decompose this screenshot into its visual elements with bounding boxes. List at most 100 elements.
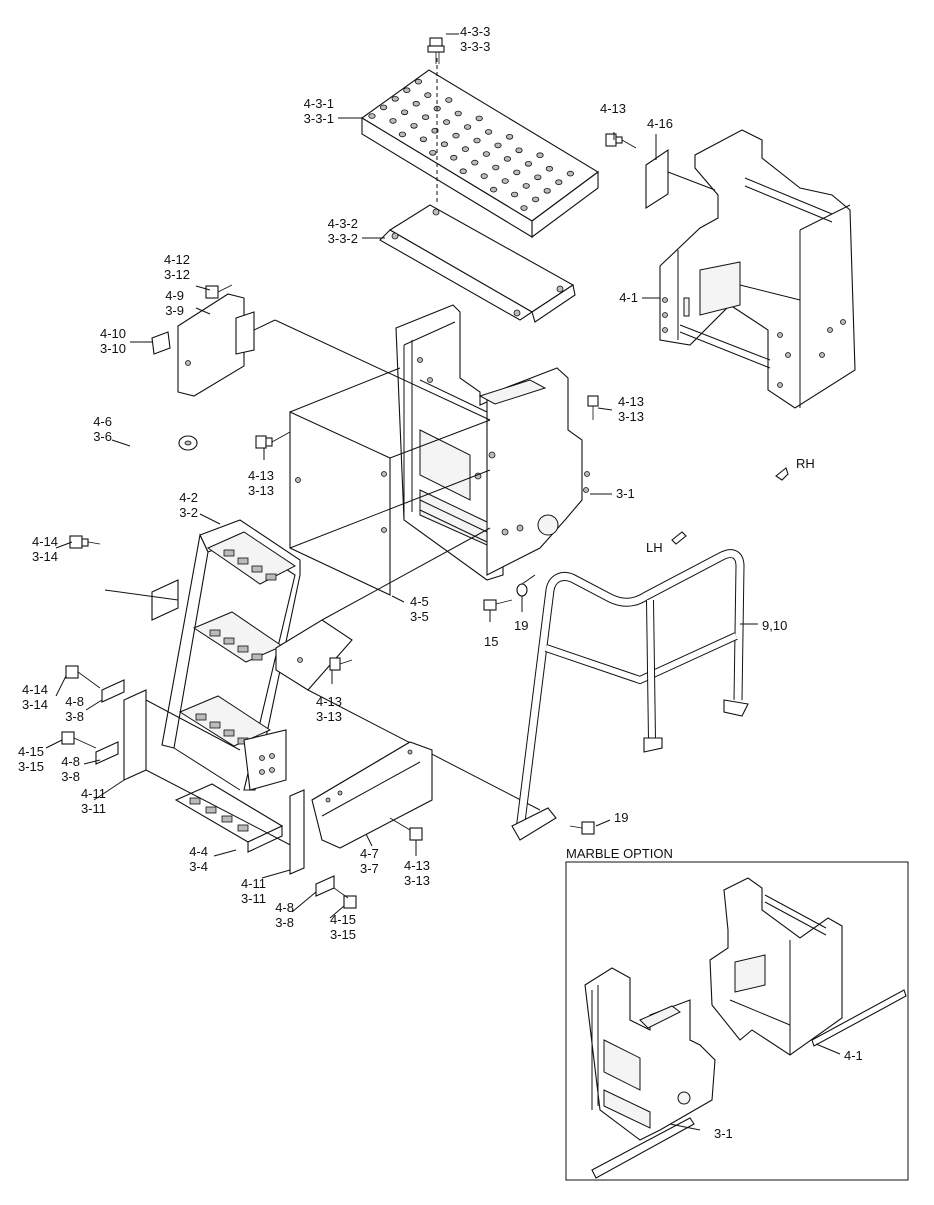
callout-c-4-3-3-line-2: 3-3-3 — [460, 39, 490, 54]
perforation-hole — [454, 110, 462, 117]
perforation-hole — [398, 131, 406, 138]
callout-c-4-15-b-line-2: 3-15 — [330, 927, 356, 942]
callout-c-4-8-c-line-2: 3-8 — [275, 915, 294, 930]
callout-c-4-11-b-line-2: 3-11 — [241, 891, 266, 906]
tread-slot — [237, 557, 249, 565]
tread-slot — [237, 645, 249, 653]
callout-c-4-8-a-line-1: 4-8 — [65, 694, 84, 709]
callout-c-4-6-line-2: 3-6 — [93, 429, 112, 444]
latch-4-10 — [151, 331, 171, 355]
perforation-hole — [473, 137, 481, 144]
callout-c-4-4-line-2: 3-4 — [189, 859, 208, 874]
bolt-4-13-top — [605, 133, 637, 149]
perforation-hole — [424, 92, 432, 98]
bolt-4-13-left — [255, 431, 291, 449]
callout-c-4-15-a-line-2: 3-15 — [18, 759, 44, 774]
bracket-4-7 — [311, 741, 433, 849]
perforation-hole — [452, 132, 460, 139]
washer-19 — [516, 574, 536, 597]
perforation-hole — [536, 152, 544, 159]
leader-lines — [45, 33, 841, 1131]
support-bracket-4-3-2 — [379, 204, 576, 323]
perforation-hole — [442, 119, 451, 125]
perforation-hole — [459, 168, 467, 175]
callout-c-4-8-b-line-2: 3-8 — [61, 769, 80, 784]
callout-c-4-14-a-line-1: 4-14 — [32, 534, 58, 549]
step-slot — [237, 824, 249, 832]
guardrail-9-10 — [511, 549, 749, 841]
callout-c-4-13-mid-line-1: 4-13 — [618, 394, 644, 409]
callout-c-4-11-a-line-1: 4-11 — [81, 786, 106, 801]
callout-c-4-2-line-1: 4-2 — [179, 490, 198, 505]
perforation-hole — [410, 123, 418, 129]
callout-c-4-4-line-1: 4-4 — [189, 844, 208, 859]
callout-c-4-16-line-1: 4-16 — [647, 116, 673, 131]
callout-c-4-13-top-line-1: 4-13 — [600, 101, 626, 116]
perforation-hole — [412, 100, 420, 107]
callout-c-4-8-c-line-1: 4-8 — [275, 900, 294, 915]
step-slot — [221, 815, 233, 823]
perforation-hole — [461, 146, 469, 152]
perforation-hole — [391, 96, 399, 102]
rh-arrow-icon — [775, 467, 789, 481]
callout-c-4-13-mid-line-2: 3-13 — [618, 409, 644, 424]
tread-slot — [265, 573, 277, 581]
perforation-hole — [484, 129, 493, 135]
perforation-hole — [440, 141, 448, 148]
perforation-hole — [513, 169, 521, 176]
tread-slot — [209, 721, 221, 729]
perforation-hole — [403, 87, 411, 93]
perforation-hole — [471, 159, 479, 166]
main-frame-3-1 — [395, 304, 590, 581]
cover-4-9 — [177, 293, 491, 421]
callout-c-4-3-3-line-1: 4-3-3 — [460, 24, 490, 39]
callout-c-4-13-bot-line-2: 3-13 — [404, 873, 430, 888]
perforation-hole — [501, 178, 509, 184]
callout-c-4-1-line-1: 4-1 — [619, 290, 638, 305]
callout-c-4-8-b-line-1: 4-8 — [61, 754, 80, 769]
bolt-15 — [483, 599, 513, 611]
bolt-4-14-upper — [69, 535, 101, 549]
perforation-hole — [429, 150, 437, 156]
callout-c-4-9-line-1: 4-9 — [165, 288, 184, 303]
callout-c-19-a-line-1: 19 — [514, 618, 528, 633]
bolt-4-13-right — [587, 395, 599, 420]
perforation-hole — [475, 115, 483, 122]
marble-option-inset — [565, 861, 909, 1181]
callout-c-15-line-1: 15 — [484, 634, 498, 649]
perforation-hole — [492, 164, 500, 171]
perforation-hole — [480, 173, 488, 179]
callout-c-4-3-1-line-2: 3-3-1 — [304, 111, 334, 126]
strap-4-8-a — [101, 679, 125, 703]
callout-c-4-9-line-2: 3-9 — [165, 303, 184, 318]
callout-c-4-7-line-2: 3-7 — [360, 861, 379, 876]
callout-c-4-10-line-2: 3-10 — [100, 341, 126, 356]
perforation-hole — [494, 142, 502, 149]
perforation-hole — [555, 179, 563, 186]
tread-slot — [223, 637, 235, 645]
tread-slot — [251, 653, 263, 661]
perforation-hole — [522, 183, 530, 189]
perforation-hole — [419, 136, 427, 143]
callout-c-4-11-a-line-2: 3-11 — [81, 801, 106, 816]
perforation-hole — [463, 124, 472, 130]
callout-c-19-b-line-1: 19 — [614, 810, 628, 825]
strap-4-8-c — [315, 875, 335, 897]
lh-arrow-icon — [671, 531, 687, 545]
perforation-hole — [379, 104, 388, 111]
callout-c-3-1-line-1: 3-1 — [616, 486, 635, 501]
tread-slot — [223, 549, 235, 557]
bolt-19-lower — [569, 821, 595, 835]
perforation-hole — [421, 114, 430, 120]
step-slot — [189, 797, 201, 805]
perforation-hole — [505, 134, 514, 140]
perforation-hole — [368, 113, 376, 119]
perforation-hole — [400, 109, 409, 116]
perforation-hole — [503, 156, 511, 162]
callout-c-marble-4-1-line-1: 4-1 — [844, 1048, 863, 1063]
callout-c-4-12-line-2: 3-12 — [164, 267, 190, 282]
perforation-hole — [510, 191, 519, 198]
perforation-hole — [389, 118, 397, 124]
bolt-4-15-lower — [333, 887, 357, 909]
callout-c-4-7-line-1: 4-7 — [360, 846, 379, 861]
